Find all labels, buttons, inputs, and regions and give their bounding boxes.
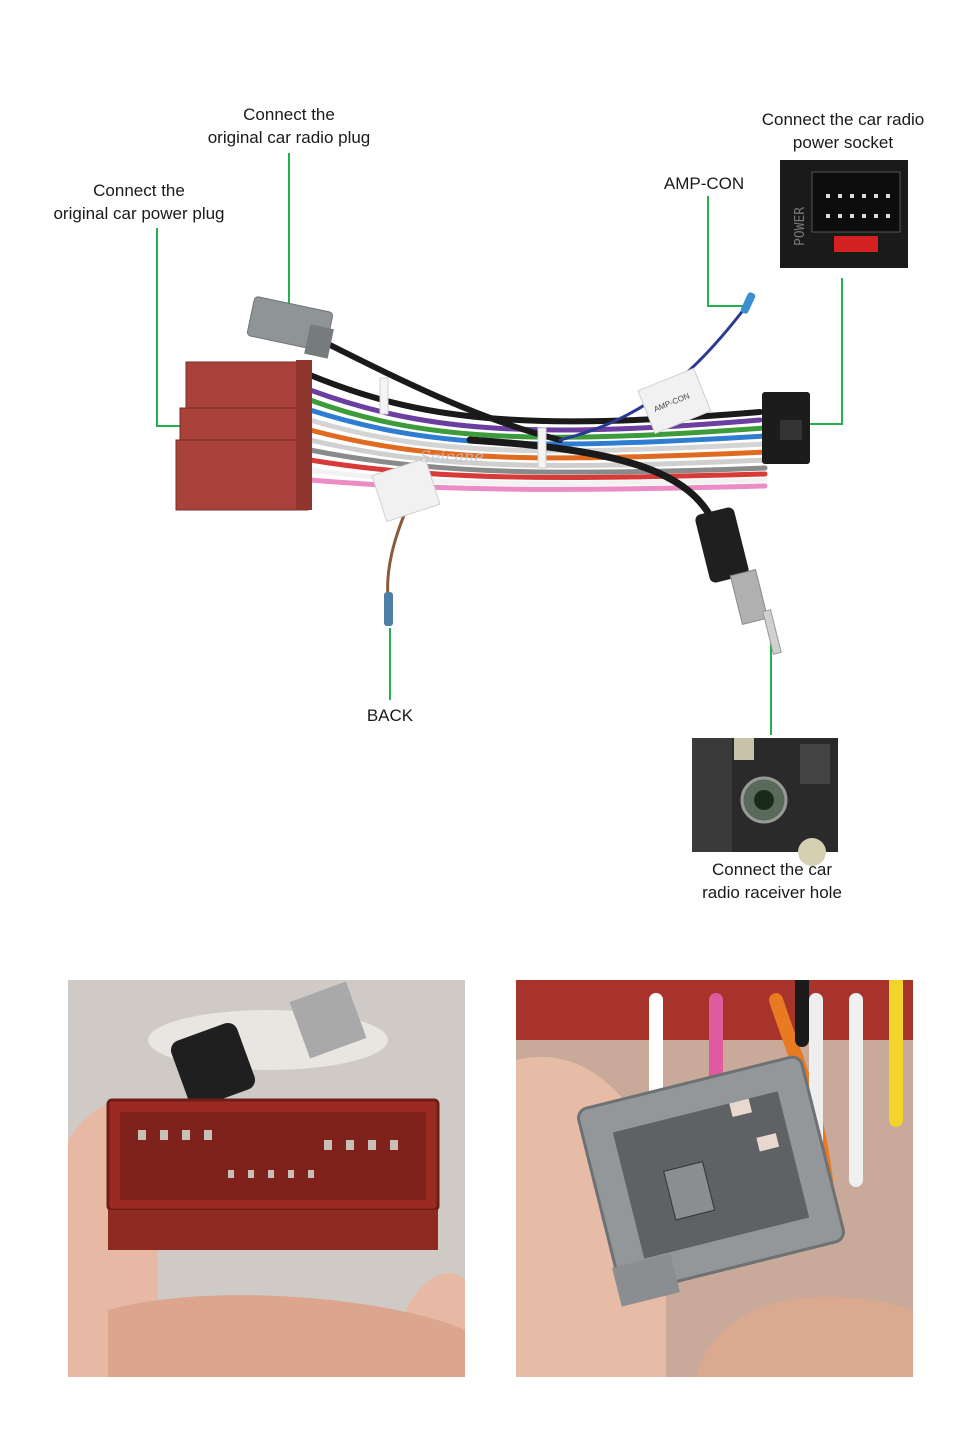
photo-radio-plug-closeup	[516, 980, 913, 1377]
power-socket-photo: POWER	[780, 160, 908, 268]
label-receiver-hole: Connect the car radio raceiver hole	[702, 860, 842, 902]
wire-tag-amp: AMP-CON	[637, 367, 712, 435]
leader-lines	[156, 153, 843, 735]
label-amp-con: AMP-CON	[663, 174, 745, 193]
receiver-hole-photo	[692, 738, 838, 866]
back-wire-tip	[384, 592, 393, 626]
label-radio-plug: Connect the original car radio plug	[207, 105, 371, 147]
wire-tag-back	[371, 457, 441, 523]
photo-power-connector-closeup	[68, 980, 465, 1377]
radio-plug-closeup-image	[516, 980, 913, 1377]
power-imprint: POWER	[793, 207, 808, 246]
power-connector-closeup-image	[68, 980, 465, 1377]
leader-power-plug	[156, 228, 188, 427]
harness-diagram: AMP-CON Seicane POWER	[156, 153, 908, 866]
zip-tie	[379, 377, 389, 415]
watermark: Seicane	[420, 447, 484, 466]
black-socket-connector	[762, 392, 810, 464]
wire-bundle	[307, 302, 768, 600]
antenna-connector	[695, 507, 782, 655]
amp-con-tip	[740, 292, 756, 314]
grey-radio-plug	[246, 296, 334, 359]
leader-power-socket	[795, 278, 843, 425]
zip-tie	[537, 427, 547, 469]
label-power-plug: Connect the original car power plug	[53, 181, 225, 223]
red-power-connector	[175, 360, 312, 511]
label-back: BACK	[366, 706, 414, 725]
leader-amp-con	[707, 196, 748, 307]
label-power-socket: Connect the car radio power socket	[761, 110, 925, 152]
